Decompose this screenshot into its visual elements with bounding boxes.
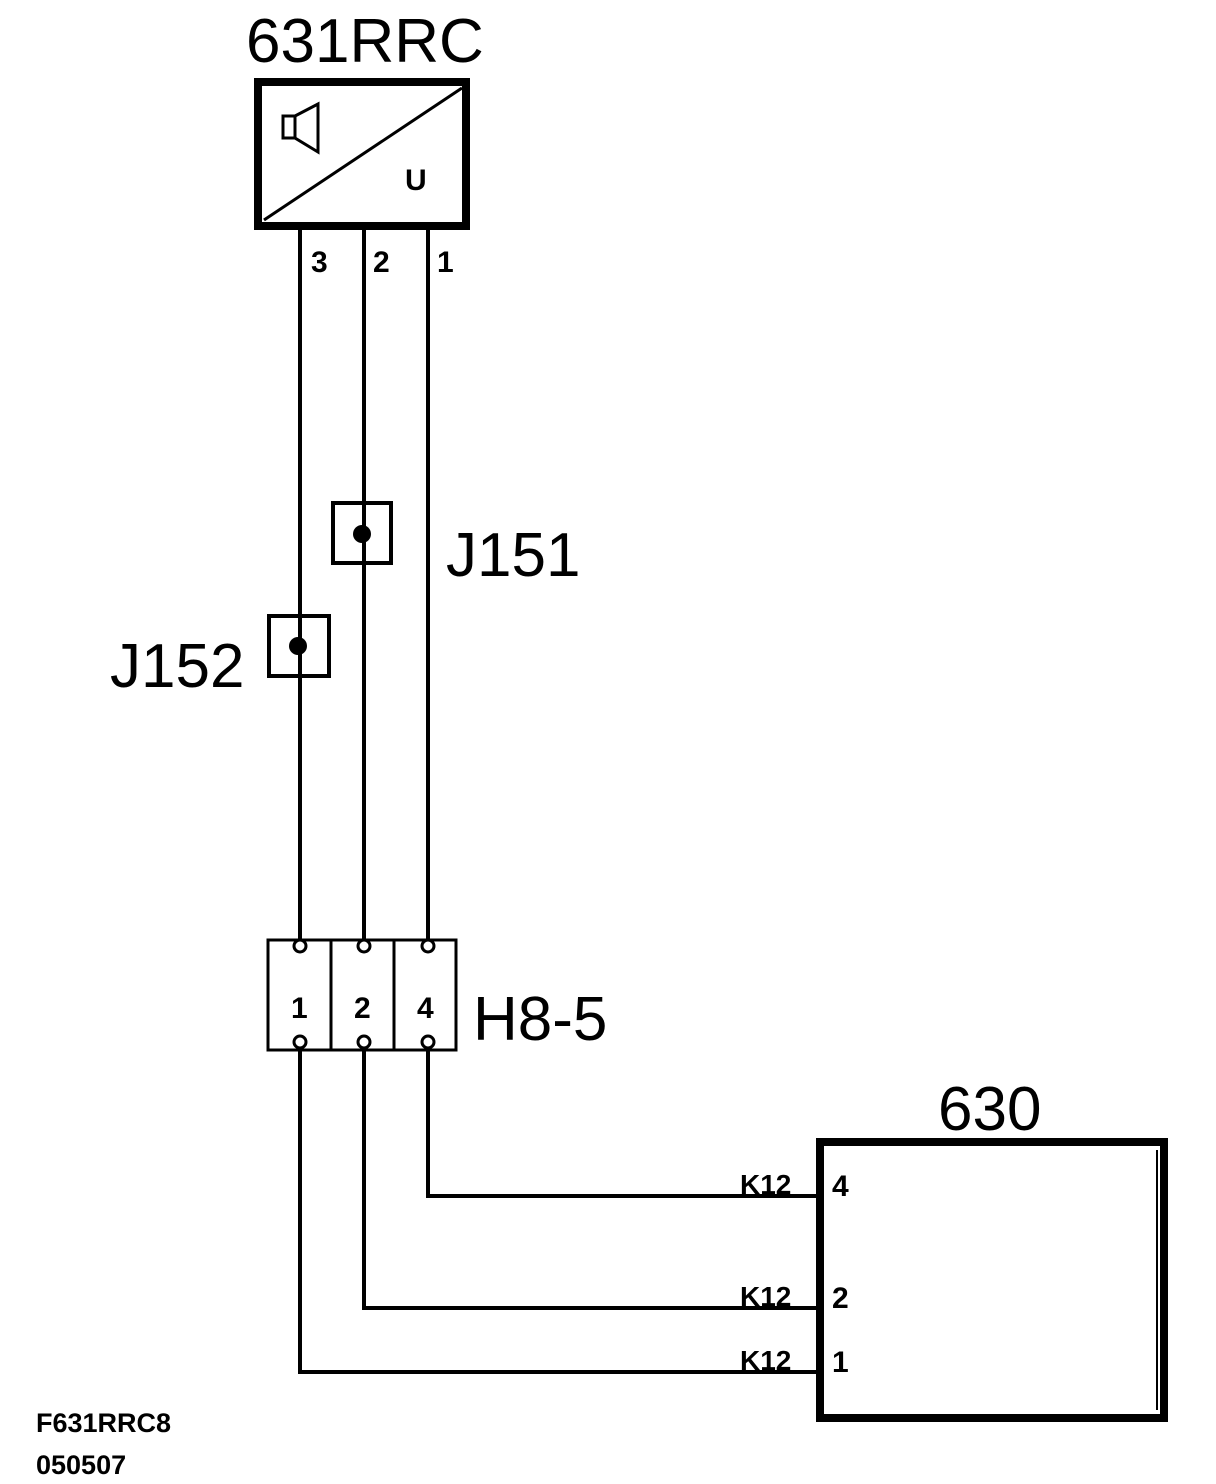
module-630-box[interactable] xyxy=(816,1138,1168,1422)
connector-pin-1: 1 xyxy=(291,992,308,1025)
sensor-pin-2: 2 xyxy=(373,246,390,279)
footer-date: 050507 xyxy=(36,1450,126,1480)
connector-pin-2: 2 xyxy=(354,992,371,1025)
connector-h8-5[interactable] xyxy=(266,938,458,1052)
junction-j151[interactable] xyxy=(331,501,393,565)
junction-j151-label: J151 xyxy=(446,521,580,590)
junction-j152[interactable] xyxy=(267,614,331,678)
connector-h8-5-label: H8-5 xyxy=(473,985,607,1054)
sensor-pin-3: 3 xyxy=(311,246,328,279)
module-connector-k12-b: K12 xyxy=(740,1281,791,1312)
wire-to-pin4[interactable] xyxy=(426,1048,820,1198)
speaker-icon xyxy=(281,101,320,155)
module-connector-k12-a: K12 xyxy=(740,1169,791,1200)
sensor-diagonal xyxy=(263,86,463,222)
module-pin-4: 4 xyxy=(832,1170,849,1203)
module-630-label: 630 xyxy=(938,1075,1041,1144)
junction-j152-label: J152 xyxy=(110,632,244,701)
connector-pin-4: 4 xyxy=(417,992,434,1025)
sensor-label: 631RRC xyxy=(246,7,484,76)
footer-code: F631RRC8 xyxy=(36,1408,171,1438)
wire-to-pin1[interactable] xyxy=(298,1048,820,1374)
wire-to-pin2[interactable] xyxy=(362,1048,820,1310)
sensor-pin-1: 1 xyxy=(437,246,454,279)
sensor-symbol-text: U xyxy=(405,164,427,197)
module-connector-k12-c: K12 xyxy=(740,1345,791,1376)
module-pin-1: 1 xyxy=(832,1346,849,1379)
module-pin-2: 2 xyxy=(832,1282,849,1315)
